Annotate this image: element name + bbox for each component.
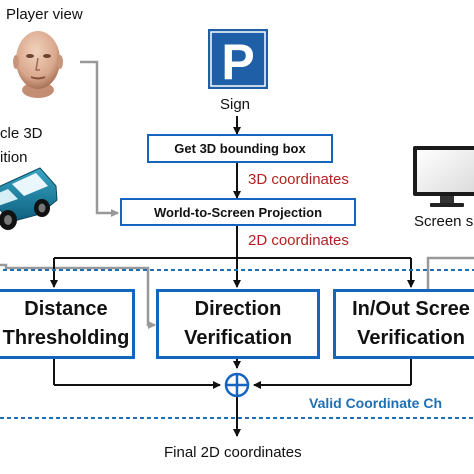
circled-plus-icon [224,372,250,398]
car-icon [0,167,58,230]
direction-text: Direction Verification [184,298,292,349]
coords-3d-label: 3D coordinates [248,171,349,188]
sign-label: Sign [220,96,251,113]
face-icon [13,31,63,98]
valid-check-label: Valid Coordinate Ch [309,395,443,411]
direction-box: Direction Verification [156,289,320,359]
vehicle-connector [0,263,156,329]
projection-text: World-to-Screen Projection [153,204,323,220]
monitor-icon [413,146,474,207]
inout-box: In/Out Scree Verification [333,289,474,359]
valid-check-frame [0,269,474,419]
player-view-label: Player view [6,6,83,23]
coords-2d-label: 2D coordinates [248,232,349,249]
projection-box: World-to-Screen Projection [120,198,356,226]
inout-text: In/Out Scree Verification [352,298,470,349]
screen-label: Screen s [414,213,474,230]
get-bbox-text: Get 3D bounding box [174,141,306,156]
get-bbox-box: Get 3D bounding box [147,134,333,163]
vehicle-position-label: cle 3D ition [0,125,43,166]
svg-text:P: P [221,34,254,90]
distance-text: Distance Thresholding [2,298,130,349]
screen-connector [426,256,474,290]
parking-sign-icon: P [208,29,268,90]
player-connector [80,60,119,217]
final-coords-label: Final 2D coordinates [164,444,302,461]
distance-box: Distance Thresholding [0,289,135,359]
